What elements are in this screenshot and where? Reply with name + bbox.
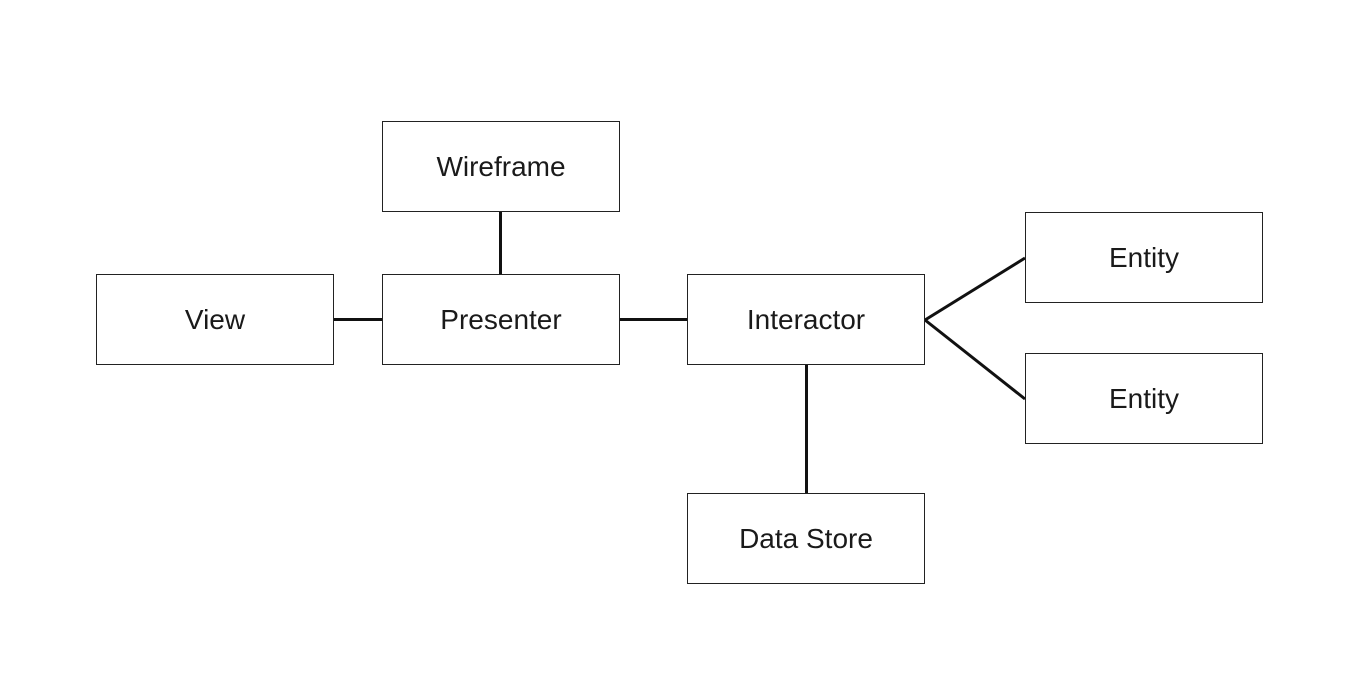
entity-node-1: Entity: [1025, 212, 1263, 303]
entity-label-2: Entity: [1108, 382, 1180, 414]
edge-wireframe-presenter: [499, 212, 502, 274]
edge-view-presenter: [333, 318, 382, 321]
presenter-label: Presenter: [440, 303, 562, 335]
entity-label-1: Entity: [1108, 241, 1180, 273]
data-store-node: Data Store: [687, 493, 925, 584]
edge-presenter-interactor: [619, 318, 688, 321]
view-node: View: [96, 274, 334, 365]
entity-node-2: Entity: [1025, 353, 1263, 444]
view-label: View: [184, 303, 246, 335]
edge-interactor-entity-1: [924, 256, 1026, 322]
edge-interactor-entity-2: [924, 318, 1026, 401]
wireframe-node: Wireframe: [382, 121, 620, 212]
data-store-label: Data Store: [739, 522, 873, 554]
edge-interactor-data-store: [805, 365, 808, 493]
presenter-node: Presenter: [382, 274, 620, 365]
interactor-label: Interactor: [746, 303, 866, 335]
interactor-node: Interactor: [687, 274, 925, 365]
wireframe-label: Wireframe: [436, 150, 566, 182]
